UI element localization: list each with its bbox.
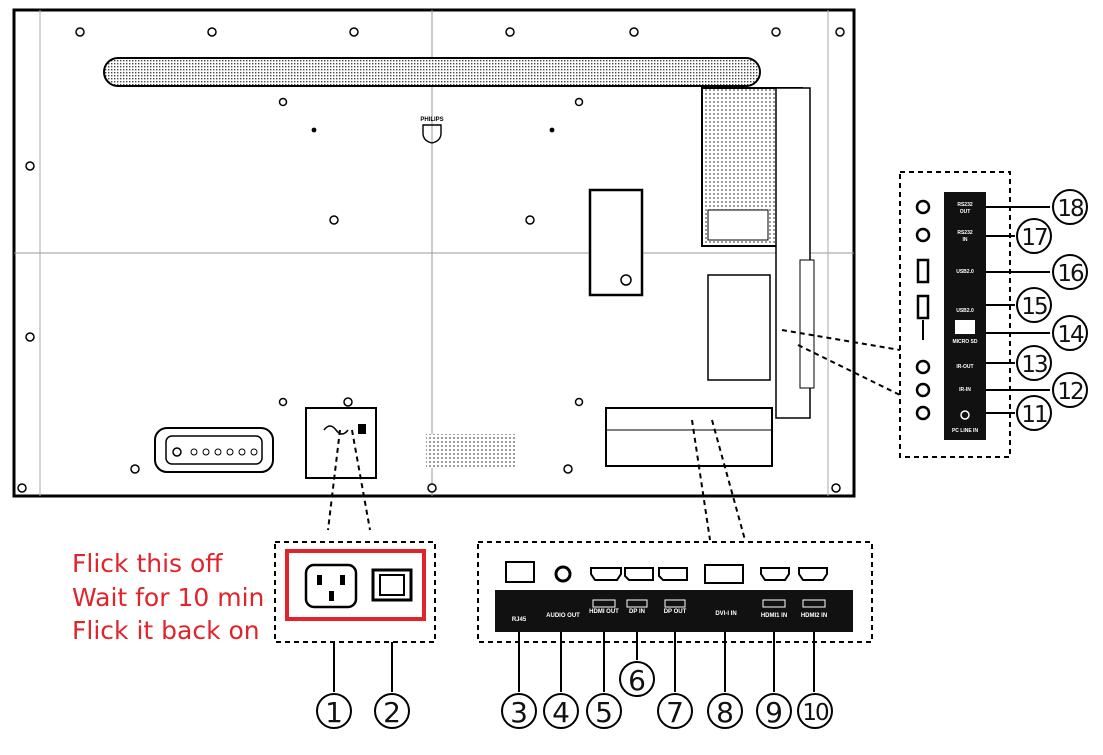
callout-2: 2 bbox=[374, 693, 410, 729]
callout-4: 4 bbox=[543, 693, 579, 729]
callouts: 1 2 3 4 5 6 7 8 9 10 11 12 13 14 15 16 1… bbox=[316, 189, 1088, 729]
svg-text:6: 6 bbox=[628, 664, 646, 697]
side-io-zoom: RS232 OUT RS232 IN USB2.0 USB2.0 MICRO S… bbox=[915, 192, 986, 440]
instruction-line-2: Wait for 10 min bbox=[72, 583, 265, 612]
label-ir-out: IR-OUT bbox=[956, 364, 973, 370]
svg-text:17: 17 bbox=[1021, 225, 1047, 251]
keypad bbox=[154, 427, 274, 473]
callout-17: 17 bbox=[1016, 218, 1052, 254]
audio-out-jack bbox=[554, 565, 572, 583]
hdmi2-in-port bbox=[798, 567, 828, 581]
label-dvi-in: DVI-I IN bbox=[715, 611, 736, 617]
label-usb-a: USB2.0 bbox=[956, 269, 974, 275]
power-highlight-box bbox=[285, 549, 426, 621]
callout-12: 12 bbox=[1052, 372, 1088, 408]
dvi-in-port bbox=[704, 564, 744, 584]
callout-15: 15 bbox=[1016, 287, 1052, 323]
label-ir-in: IR-IN bbox=[959, 387, 971, 393]
svg-text:14: 14 bbox=[1057, 322, 1084, 348]
callout-6: 6 bbox=[619, 661, 655, 697]
svg-text:13: 13 bbox=[1021, 352, 1047, 378]
svg-text:15: 15 bbox=[1021, 294, 1047, 320]
dp-in-port bbox=[624, 567, 654, 581]
callout-9: 9 bbox=[756, 693, 792, 729]
monitor-back: PHILIPS bbox=[12, 8, 856, 498]
label-micro-sd: MICRO SD bbox=[953, 339, 978, 345]
svg-text:3: 3 bbox=[510, 696, 528, 729]
callout-11: 11 bbox=[1016, 395, 1052, 431]
hdmi1-in-port bbox=[760, 567, 790, 581]
svg-text:2: 2 bbox=[383, 696, 401, 729]
philips-logo: PHILIPS bbox=[420, 117, 444, 144]
svg-text:12: 12 bbox=[1057, 379, 1083, 405]
label-rs232-in-1: RS232 bbox=[957, 230, 973, 236]
callout-7: 7 bbox=[657, 693, 693, 729]
callout-13: 13 bbox=[1016, 345, 1052, 381]
label-hdmi1-in: HDMI1 IN bbox=[761, 613, 787, 619]
label-rs232-in-2: IN bbox=[963, 237, 968, 243]
svg-text:18: 18 bbox=[1057, 196, 1084, 222]
label-rj45: RJ45 bbox=[512, 617, 527, 623]
label-hdmi-out: HDMI OUT bbox=[589, 609, 619, 615]
svg-text:4: 4 bbox=[552, 696, 570, 729]
callout-16: 16 bbox=[1052, 254, 1088, 290]
label-audio-out: AUDIO OUT bbox=[546, 613, 580, 619]
callout-18: 18 bbox=[1052, 189, 1088, 225]
callout-1: 1 bbox=[316, 693, 352, 729]
label-usb-b: USB2.0 bbox=[956, 308, 974, 314]
svg-text:11: 11 bbox=[1021, 402, 1047, 428]
label-dp-out: DP OUT bbox=[664, 609, 687, 615]
rj45-port bbox=[505, 561, 535, 583]
io-label-panel bbox=[495, 590, 853, 632]
callout-3: 3 bbox=[501, 693, 537, 729]
power-zoom bbox=[285, 549, 426, 621]
callout-lines bbox=[333, 206, 1050, 692]
callout-10: 10 bbox=[797, 693, 833, 729]
label-hdmi2-in: HDMI2 IN bbox=[801, 613, 827, 619]
mounting-screws bbox=[17, 27, 845, 493]
hdmi-out-port bbox=[590, 567, 622, 581]
svg-text:16: 16 bbox=[1057, 261, 1084, 287]
instruction-line-1: Flick this off bbox=[72, 549, 223, 578]
svg-text:8: 8 bbox=[716, 696, 734, 729]
callout-5: 5 bbox=[586, 693, 622, 729]
svg-text:5: 5 bbox=[595, 696, 613, 729]
label-rs232-out-1: RS232 bbox=[957, 202, 973, 208]
side-label-panel bbox=[944, 192, 986, 440]
svg-text:1: 1 bbox=[325, 696, 343, 729]
svg-text:9: 9 bbox=[765, 696, 783, 729]
bottom-speaker-grill bbox=[426, 434, 516, 468]
label-dp-in: DP IN bbox=[629, 609, 645, 615]
top-speaker-grill bbox=[103, 57, 761, 87]
svg-text:10: 10 bbox=[802, 700, 829, 726]
leader-lines bbox=[274, 171, 1011, 643]
label-pc-line-in: PC LINE IN bbox=[952, 428, 979, 434]
bottom-io-zoom: RJ45 AUDIO OUT HDMI OUT DP IN DP OUT DVI… bbox=[495, 561, 853, 632]
callout-8: 8 bbox=[707, 693, 743, 729]
callout-14: 14 bbox=[1052, 315, 1088, 351]
svg-text:PHILIPS: PHILIPS bbox=[420, 117, 443, 123]
label-rs232-out-2: OUT bbox=[960, 209, 971, 215]
svg-text:7: 7 bbox=[666, 696, 684, 729]
dp-out-port bbox=[658, 567, 688, 581]
instruction-line-3: Flick it back on bbox=[72, 616, 260, 645]
